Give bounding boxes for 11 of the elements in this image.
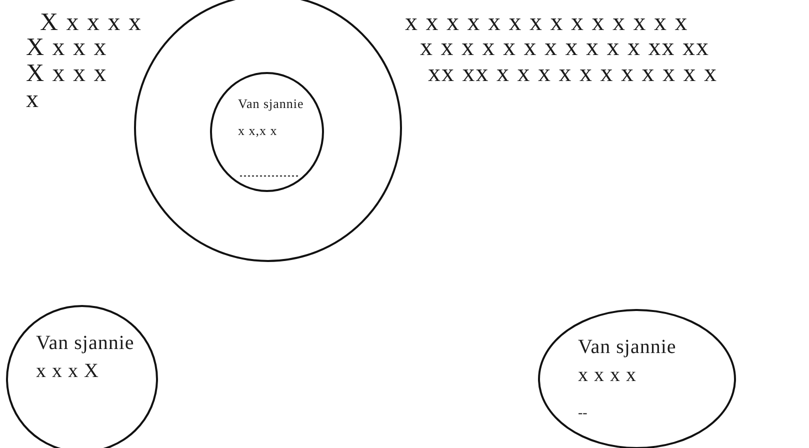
node-text: Van sjannie x x x x [578, 335, 678, 388]
text-line: X x x x [26, 61, 108, 87]
text-line: x [26, 87, 40, 113]
text-line: x x x x x x x x x x x xx xx [420, 35, 710, 61]
text-line: X x x x [26, 35, 108, 61]
text-line: X x x x x [40, 10, 142, 36]
node-text: Van sjannie x x,x x [238, 95, 305, 140]
dash-text: -- [578, 407, 588, 421]
text-line: xx xx x x x x x x x x x x x [428, 61, 718, 87]
node-text: Van sjannie x x x X [36, 331, 136, 384]
text-line: x x x x x x x x x x x x x x [405, 10, 688, 36]
